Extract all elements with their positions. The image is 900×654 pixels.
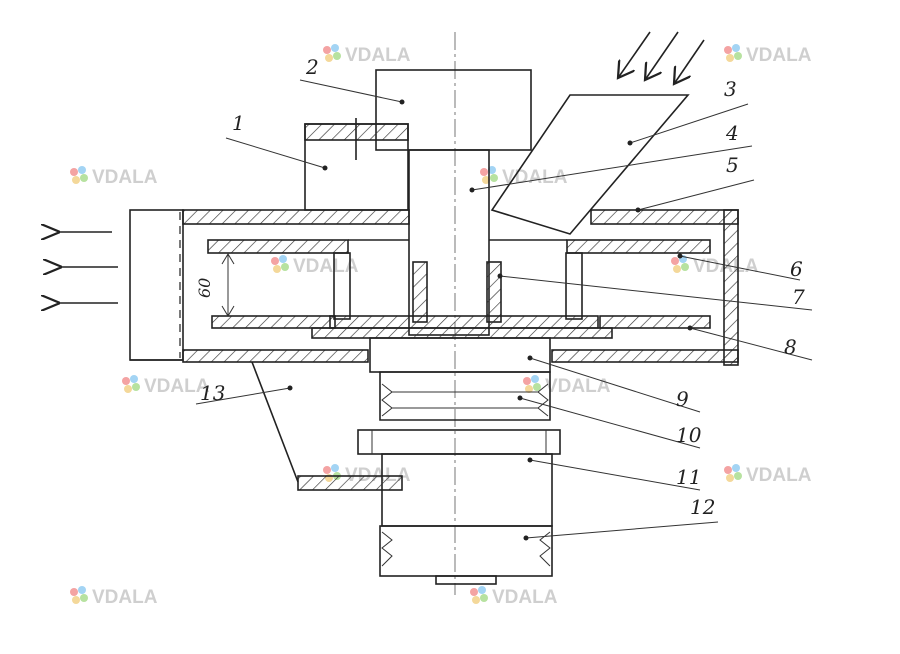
leader-dot — [523, 535, 529, 541]
support-bracket-foot — [297, 475, 403, 491]
leader-dot — [687, 325, 693, 331]
watermark: VDALA — [122, 375, 210, 397]
rotor-blade-right — [565, 252, 583, 320]
leader-dot — [527, 457, 533, 463]
pulley-part-12 — [379, 525, 553, 577]
watermark: VDALA — [523, 375, 611, 397]
watermark: VDALA — [271, 255, 359, 277]
part-label-5: 5 — [726, 153, 739, 177]
watermark: VDALA — [671, 255, 759, 277]
support-bracket-arm — [251, 361, 299, 483]
part-label-2: 2 — [305, 55, 319, 79]
housing-top-plate-right — [590, 209, 739, 225]
leader-line-9 — [529, 357, 701, 413]
part-label-10: 10 — [676, 423, 702, 447]
feed-arrow — [645, 31, 679, 80]
housing-right-wall — [723, 209, 739, 366]
housing-bottom-right — [551, 349, 739, 363]
leader-line-1 — [225, 137, 326, 169]
watermark-text: VDALA — [92, 587, 158, 608]
part-label-4: 4 — [725, 121, 739, 145]
watermark: VDALA — [70, 166, 158, 188]
leader-dot — [517, 395, 523, 401]
watermark-text: VDALA — [746, 45, 812, 66]
leader-line-5 — [637, 179, 755, 211]
watermark-text: VDALA — [545, 376, 611, 397]
part-label-8: 8 — [784, 335, 797, 359]
leader-dot — [527, 355, 533, 361]
leader-line-11 — [529, 459, 701, 491]
flange-part-11 — [357, 429, 561, 455]
lower-disc-center — [329, 315, 599, 329]
leader-dot — [627, 140, 633, 146]
leader-dot — [635, 207, 641, 213]
watermark: VDALA — [470, 586, 558, 608]
hub-sleeve-right — [486, 261, 502, 323]
leader-dot — [497, 273, 503, 279]
lower-disc-right — [599, 315, 711, 329]
leader-line-3 — [629, 103, 749, 144]
hub-sleeve-left — [412, 261, 428, 323]
watermark-text: VDALA — [502, 167, 568, 188]
watermark: VDALA — [724, 464, 812, 486]
lower-disc-left — [211, 315, 336, 329]
part-label-9: 9 — [676, 387, 689, 411]
leader-dot — [287, 385, 293, 391]
dimension-arrows — [221, 253, 235, 317]
watermark-text: VDALA — [492, 587, 558, 608]
bearing-housing-part-9 — [369, 337, 551, 373]
shaft-end-cap — [435, 575, 497, 585]
leader-dot — [399, 99, 405, 105]
rotor-base-plate — [311, 327, 613, 339]
outlet-chamber — [129, 209, 184, 361]
part-label-12: 12 — [690, 495, 715, 519]
part-label-1: 1 — [232, 111, 245, 135]
housing-bottom-left — [182, 349, 369, 363]
pulley-12-grooves — [381, 531, 551, 567]
part-label-13: 13 — [200, 381, 225, 405]
part-label-7: 7 — [792, 285, 805, 309]
feed-arrow — [618, 31, 651, 78]
leader-dot — [677, 253, 683, 259]
watermark: VDALA — [323, 44, 411, 66]
watermark-text: VDALA — [345, 45, 411, 66]
leader-dot — [322, 165, 328, 171]
pulley-part-10 — [379, 371, 551, 421]
pulley-grooves — [381, 383, 549, 417]
housing-top-plate-left — [182, 209, 410, 225]
watermark-text: VDALA — [293, 256, 359, 277]
feed-hopper-part-3 — [490, 94, 690, 235]
watermark-text: VDALA — [92, 167, 158, 188]
leader-dot — [469, 187, 475, 193]
upper-disc-left — [207, 239, 349, 254]
dimension-value: 60 — [195, 278, 214, 298]
watermark: VDALA — [70, 586, 158, 608]
watermark: VDALA — [724, 44, 812, 66]
leader-line-2 — [299, 79, 403, 103]
leader-line-8 — [689, 327, 813, 361]
part-label-11: 11 — [676, 465, 701, 489]
leader-line-13 — [195, 387, 291, 405]
leader-line-6 — [679, 255, 801, 281]
watermark-text: VDALA — [144, 376, 210, 397]
watermark-text: VDALA — [746, 465, 812, 486]
part-label-3: 3 — [724, 77, 737, 101]
feed-arrow — [674, 39, 705, 84]
part-label-6: 6 — [790, 257, 803, 281]
leader-line-10 — [519, 397, 701, 449]
upper-disc-right — [566, 239, 711, 254]
leader-line-12 — [525, 521, 719, 539]
leader-line-4 — [471, 145, 753, 191]
leaders — [195, 79, 813, 541]
leader-line-7 — [499, 275, 813, 311]
